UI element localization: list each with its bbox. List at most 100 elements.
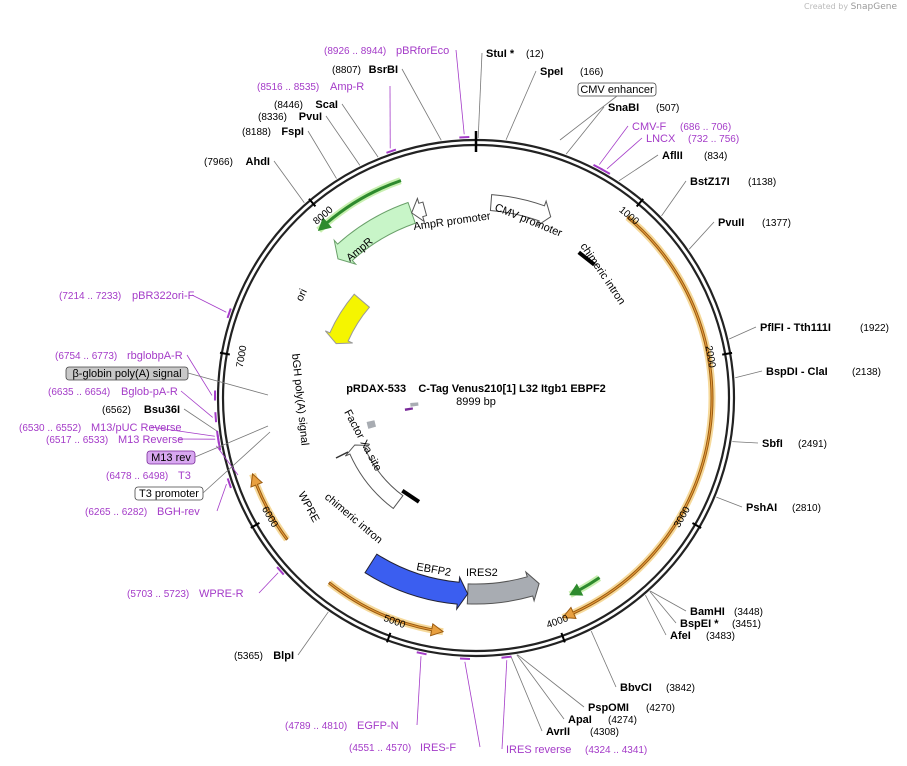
primer-leader — [501, 660, 508, 750]
primer-name[interactable]: pBR322ori-F — [132, 290, 195, 302]
primer-name[interactable]: LNCX — [646, 133, 676, 145]
primer-mark[interactable] — [226, 478, 232, 489]
enzyme-name[interactable]: AhdI — [246, 156, 270, 168]
primer-mark[interactable] — [217, 440, 222, 451]
bgh-box[interactable] — [366, 420, 377, 429]
primer-name[interactable]: rbglobpA-R — [127, 350, 183, 362]
enzyme-name[interactable]: PflFI - Tth111I — [760, 322, 831, 334]
enzyme-name[interactable]: AvrII — [546, 726, 570, 738]
enzyme-leader — [505, 70, 537, 140]
enzyme-name[interactable]: BbvCI — [620, 682, 652, 694]
ebfp2-arrow[interactable] — [364, 553, 469, 611]
box-leader — [194, 425, 269, 458]
enzyme-name[interactable]: PvuII — [718, 217, 744, 229]
enzyme-position: (3451) — [732, 619, 761, 630]
enzyme-name[interactable]: AflII — [662, 150, 683, 162]
t3-promoter-box[interactable] — [134, 486, 204, 501]
orf-orange-large-arrow — [561, 215, 714, 619]
enzyme-name[interactable]: BspDI - ClaI — [766, 366, 828, 378]
enzyme-position: (2138) — [852, 367, 881, 378]
enzyme-leader — [590, 630, 617, 688]
enzyme-name[interactable]: PvuI — [299, 111, 322, 123]
enzyme-name[interactable]: SbfI — [762, 438, 783, 450]
enzyme-leader — [729, 326, 757, 340]
primer-mark[interactable] — [600, 168, 611, 175]
enzyme-name[interactable]: BstZ17I — [690, 176, 730, 188]
enzyme-name[interactable]: BamHI — [690, 606, 725, 618]
watermark-prefix: Created by — [804, 2, 849, 11]
primer-name[interactable]: EGFP-N — [357, 720, 399, 732]
primer-name[interactable]: IRES-F — [420, 742, 456, 754]
enzyme-name[interactable]: BlpI — [273, 650, 294, 662]
enzyme-name[interactable]: FspI — [281, 126, 304, 138]
primer-position: (4324 .. 4341) — [585, 745, 647, 756]
enzyme-position: (7966) — [204, 157, 233, 168]
enzyme-position: (507) — [656, 103, 679, 114]
chimeric-intron-mark[interactable] — [577, 250, 596, 267]
enzyme-leader — [273, 160, 305, 203]
primer-name[interactable]: T3 — [178, 470, 191, 482]
primer-mark[interactable] — [593, 163, 603, 171]
primer-name[interactable]: Bglob-pA-R — [121, 386, 178, 398]
enzyme-name[interactable]: SpeI — [540, 66, 563, 78]
primer-name[interactable]: BGH-rev — [157, 506, 200, 518]
enzyme-position: (5365) — [234, 651, 263, 662]
enzyme-position: (12) — [526, 49, 544, 60]
enzyme-name[interactable]: Bsu36I — [144, 404, 180, 416]
primer-mark[interactable] — [214, 412, 218, 423]
enzyme-leader — [649, 591, 677, 624]
enzyme-name[interactable]: BspEI * — [680, 618, 719, 630]
plasmid-length: 8999 bp — [456, 396, 496, 408]
tick-mark — [219, 351, 230, 356]
enzyme-name[interactable]: AfeI — [670, 630, 691, 642]
enzyme-leader — [183, 408, 219, 433]
enzyme-leader — [661, 180, 687, 217]
primer-name[interactable]: pBRforEco — [396, 45, 449, 57]
m13-rev-box[interactable] — [146, 450, 196, 465]
factor-xa-mark[interactable] — [335, 451, 349, 459]
primer-position: (4789 .. 4810) — [285, 721, 347, 732]
primer-mark[interactable] — [276, 566, 285, 576]
bgh-label: bGH poly(A) signal — [289, 353, 311, 446]
enzyme-name[interactable]: PshAI — [746, 502, 777, 514]
primer-mark[interactable] — [226, 308, 232, 319]
beta-globin-box-label[interactable] — [65, 366, 189, 381]
chimeric-intron-mark[interactable] — [401, 489, 421, 504]
cmv-promoter-arrow[interactable] — [489, 194, 552, 227]
enzyme-leader — [735, 370, 763, 379]
chimeric-intron-label-2: chimeric intron — [322, 491, 385, 546]
beta-globin-box-label-text: β-globin poly(A) signal — [72, 368, 181, 380]
enzyme-position: (8807) — [332, 65, 361, 76]
primer-name[interactable]: Amp-R — [330, 81, 364, 93]
chimeric-intron-label-1: chimeric intron — [578, 241, 628, 307]
enzyme-name[interactable]: StuI * — [486, 48, 515, 60]
primer-name[interactable]: M13 Reverse — [118, 434, 183, 446]
enzymes-layer: StuI *(12)SpeI(166)SnaBI(507)AflII(834)B… — [102, 48, 889, 738]
primer-mark[interactable] — [386, 148, 397, 154]
enzyme-name[interactable]: SnaBI — [608, 102, 639, 114]
enzyme-name[interactable]: BsrBI — [369, 64, 398, 76]
primer-position: (6265 .. 6282) — [85, 507, 147, 518]
primer-name[interactable]: WPRE-R — [199, 588, 244, 600]
primer-position: (5703 .. 5723) — [127, 589, 189, 600]
primer-mark[interactable] — [501, 655, 512, 659]
wpre-arrow[interactable] — [344, 444, 404, 510]
enzyme-name[interactable]: ApaI — [568, 714, 592, 726]
primer-position: (686 .. 706) — [680, 122, 731, 133]
enzyme-position: (2491) — [798, 439, 827, 450]
m13-rev-box-text: M13 rev — [151, 452, 191, 464]
primer-name[interactable]: M13/pUC Reverse — [91, 422, 181, 434]
enzyme-name[interactable]: ScaI — [315, 99, 338, 111]
primer-leader — [455, 49, 465, 135]
primer-name[interactable]: CMV-F — [632, 121, 667, 133]
enzyme-leader — [477, 52, 483, 139]
wpre-label: WPRE — [295, 490, 321, 525]
ori-arrow[interactable] — [324, 293, 371, 345]
orf-orange-large[interactable] — [561, 214, 716, 621]
orf-orange-bottom-arrow — [328, 581, 445, 637]
primer-position: (6517 .. 6533) — [46, 435, 108, 446]
primer-mark[interactable] — [416, 651, 427, 656]
ampr-promoter-arrow[interactable] — [411, 196, 428, 223]
primer-name[interactable]: IRES reverse — [506, 744, 571, 756]
enzyme-name[interactable]: PspOMI — [588, 702, 629, 714]
